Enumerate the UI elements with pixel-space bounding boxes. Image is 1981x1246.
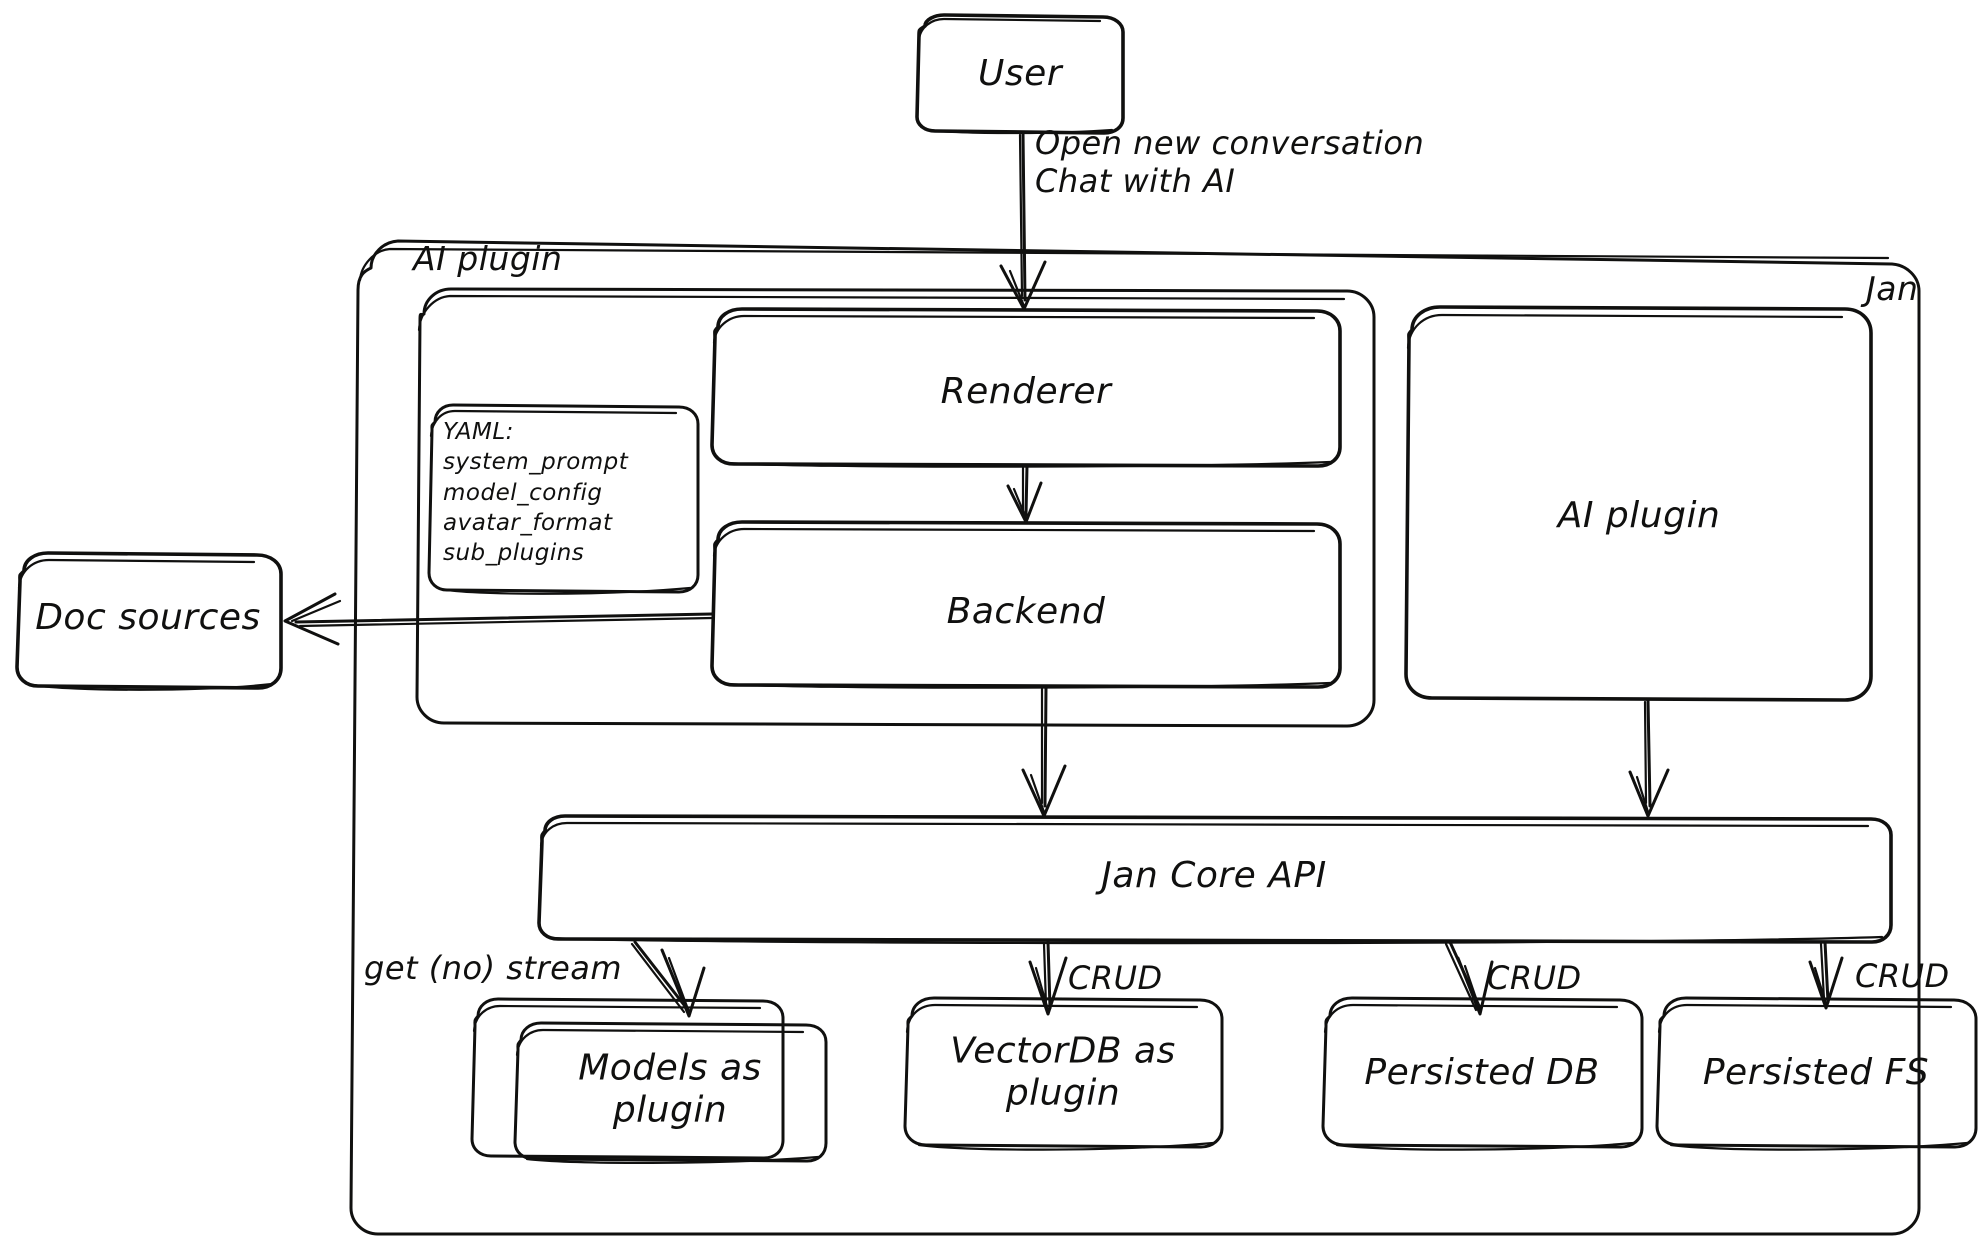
edge-backend-to-doc-sources: [283, 592, 714, 646]
edge-label-core-to-models: get (no) stream: [364, 949, 623, 987]
persisted-db-node-label[interactable]: Persisted DB: [1364, 1051, 1600, 1093]
edge-label-core-to-fs: CRUD: [1855, 957, 1950, 995]
ai-plugin-node-label[interactable]: AI plugin: [1557, 494, 1721, 536]
edge-core-to-vectordb: [1028, 940, 1068, 1016]
edge-label-core-to-db: CRUD: [1487, 959, 1582, 997]
ai-plugin-group-label: AI plugin: [413, 239, 563, 278]
edge-label-user-to-renderer: Open new conversation Chat with AI: [1035, 124, 1425, 200]
edge-core-to-db: [1444, 940, 1494, 1016]
renderer-node-label[interactable]: Renderer: [940, 370, 1112, 412]
edge-ai-plugin-to-core: [1628, 698, 1670, 818]
jan-container-label: Jan: [1866, 269, 1919, 308]
yaml-note-text: YAML: system_prompt model_config avatar_…: [443, 419, 629, 567]
persisted-fs-node-label[interactable]: Persisted FS: [1702, 1051, 1930, 1093]
doc-sources-node-label[interactable]: Doc sources: [35, 596, 261, 638]
edge-backend-to-core: [1021, 685, 1067, 818]
jan-core-api-node-label[interactable]: Jan Core API: [1101, 854, 1327, 896]
backend-node-label[interactable]: Backend: [946, 590, 1106, 632]
edge-renderer-to-backend: [1006, 464, 1043, 524]
edge-label-core-to-vectordb: CRUD: [1068, 959, 1163, 997]
vectordb-plugin-node-label[interactable]: VectorDB as plugin: [950, 1030, 1176, 1114]
models-plugin-node-label[interactable]: Models as plugin: [578, 1047, 762, 1131]
edge-core-to-models: [630, 940, 706, 1018]
edge-core-to-fs: [1808, 940, 1844, 1010]
user-node-label[interactable]: User: [977, 52, 1063, 94]
